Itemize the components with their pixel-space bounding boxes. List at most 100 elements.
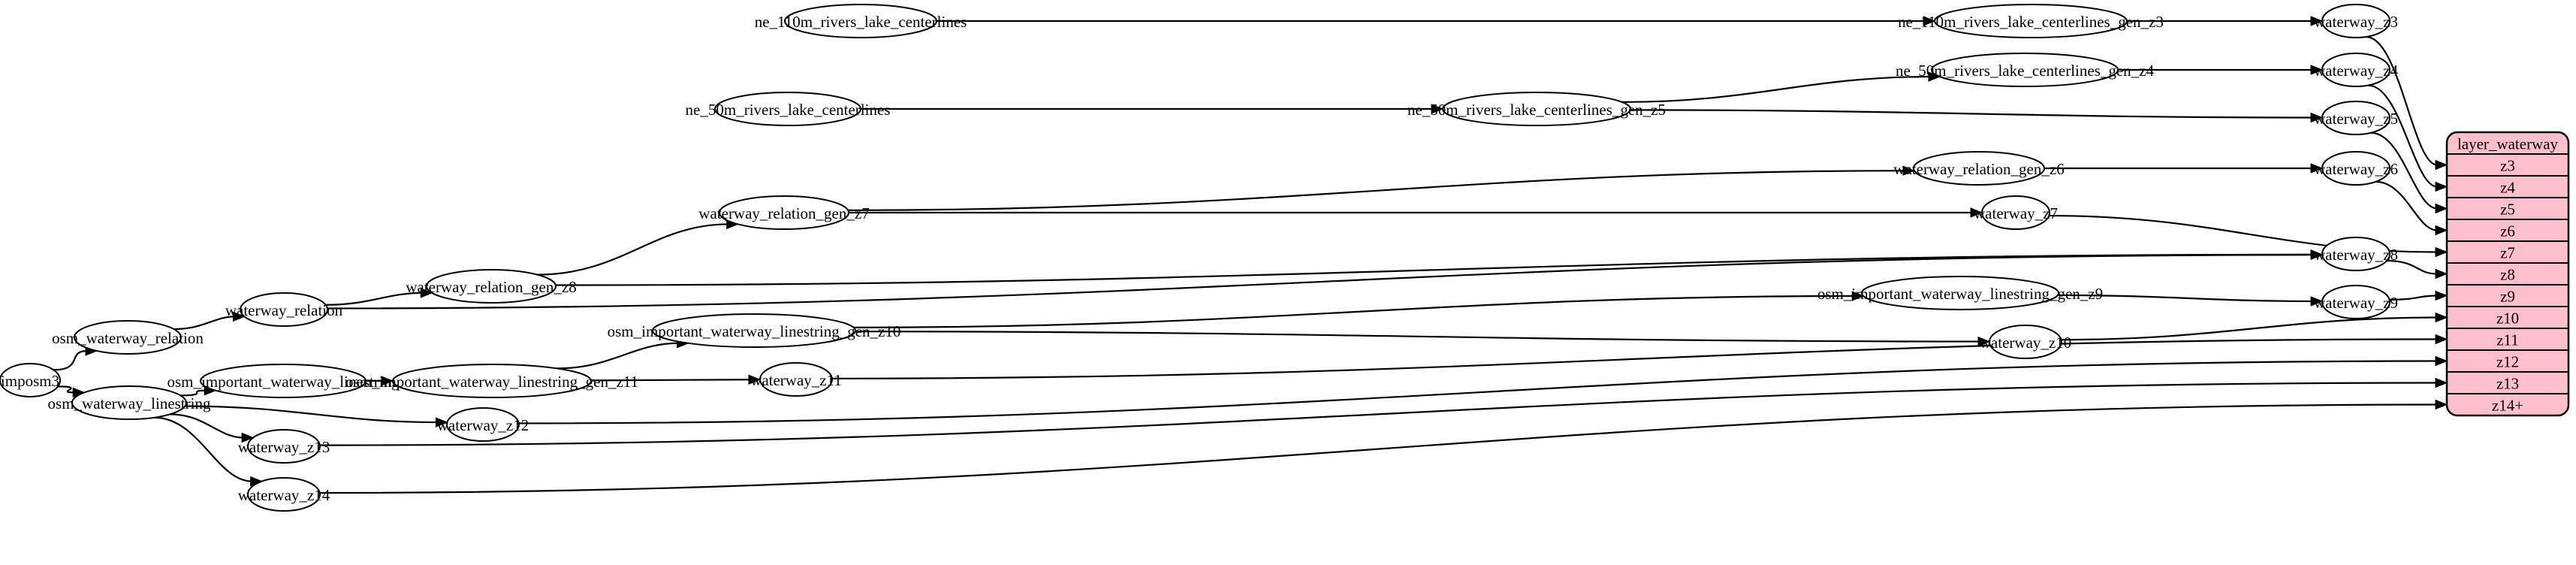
table-background [2447, 132, 2568, 415]
node-ellipse-waterway_relation_gen_z6 [1913, 151, 2045, 186]
node-waterway_z13[interactable]: waterway_z13 [238, 429, 330, 464]
edge-arrowhead [232, 311, 246, 322]
node-waterway_relation_gen_z6[interactable]: waterway_relation_gen_z6 [1893, 151, 2065, 186]
edge-arrowhead [2435, 355, 2448, 367]
node-waterway_z4[interactable]: waterway_z4 [2314, 53, 2398, 87]
node-ne_110m_rivers_lake_centerlines[interactable]: ne_110m_rivers_lake_centerlines [755, 4, 967, 38]
edge-arrowhead [2435, 312, 2448, 323]
node-waterway_relation[interactable]: waterway_relation [225, 292, 343, 327]
node-ellipse-osm_important_waterway_linestring [200, 364, 366, 398]
edge-arrowhead [2310, 16, 2324, 26]
node-ellipse-ne_110m_rivers_lake_centerlines [784, 4, 937, 38]
node-ellipse-waterway_z3 [2321, 4, 2390, 38]
node-imposm3[interactable]: imposm3 [0, 363, 61, 397]
node-ellipse-ne_50m_rivers_lake_centerlines_gen_z5 [1442, 92, 1631, 126]
node-osm_important_waterway_linestring_gen_z10[interactable]: osm_important_waterway_linestring_gen_z1… [608, 313, 901, 348]
node-ellipse-waterway_relation_gen_z7 [719, 195, 849, 230]
node-waterway_z6[interactable]: waterway_z6 [2314, 151, 2398, 186]
node-waterway_z5[interactable]: waterway_z5 [2314, 101, 2398, 135]
node-ellipse-waterway_relation_gen_z8 [426, 269, 557, 304]
edge-arrowhead [381, 376, 394, 386]
node-ne_110m_rivers_lake_centerlines_gen_z3[interactable]: ne_110m_rivers_lake_centerlines_gen_z3 [1898, 4, 2164, 38]
edge-arrowhead [2435, 377, 2448, 388]
node-waterway_z11[interactable]: waterway_z11 [750, 362, 842, 397]
edge-arrowhead [2435, 181, 2448, 192]
node-ellipse-waterway_z4 [2321, 53, 2390, 87]
edge-ne_50m_rivers_lake_centerlines_gen_z5-to-waterway_z5 [1630, 109, 2313, 119]
node-ellipse-osm_important_waterway_linestring_gen_z10 [652, 313, 856, 348]
node-ellipse-osm_important_waterway_linestring_gen_z11 [392, 364, 592, 398]
edge-osm_waterway_linestring-to-osm_important_waterway_linestring [180, 389, 207, 397]
edge-arrowhead [2435, 246, 2448, 258]
node-waterway_z10[interactable]: waterway_z10 [1980, 325, 2071, 359]
edge-waterway_z10-to-layer_waterway-z10 [2061, 316, 2438, 341]
node-ne_50m_rivers_lake_centerlines_gen_z4[interactable]: ne_50m_rivers_lake_centerlines_gen_z4 [1896, 53, 2155, 87]
node-ellipse-osm_waterway_relation [74, 320, 182, 355]
edge-ne_50m_rivers_lake_centerlines_gen_z5-to-ne_50m_rivers_lake_centerlines_gen_z4 [1621, 75, 1930, 103]
edge-arrowhead [241, 432, 255, 443]
edge-waterway_z9-to-layer_waterway-z9 [2389, 295, 2438, 301]
edge-arrowhead [2310, 249, 2324, 260]
edge-osm_waterway_linestring-to-waterway_z14 [154, 416, 252, 482]
node-ellipse-ne_50m_rivers_lake_centerlines_gen_z4 [1931, 53, 2119, 87]
node-ellipse-waterway_z12 [446, 407, 520, 442]
edge-osm_important_waterway_linestring_gen_z11-to-waterway_z11 [590, 379, 751, 382]
node-ne_50m_rivers_lake_centerlines_gen_z5[interactable]: ne_50m_rivers_lake_centerlines_gen_z5 [1407, 92, 1666, 126]
node-osm_waterway_relation[interactable]: osm_waterway_relation [52, 320, 204, 355]
edge-waterway_z13-to-layer_waterway-z13 [319, 382, 2438, 446]
node-waterway_z8[interactable]: waterway_z8 [2314, 237, 2398, 271]
node-ellipse-waterway_z11 [759, 362, 833, 397]
node-osm_important_waterway_linestring[interactable]: osm_important_waterway_linestring [167, 364, 400, 398]
node-osm_waterway_linestring[interactable]: osm_waterway_linestring [48, 385, 211, 420]
edge-arrowhead [2310, 65, 2324, 75]
edge-arrowhead [435, 417, 448, 428]
edge-osm_waterway_relation-to-waterway_relation [173, 316, 235, 331]
edge-waterway_relation_gen_z8-to-waterway_relation_gen_z7 [537, 223, 728, 276]
edge-osm_important_waterway_linestring_gen_z9-to-waterway_z9 [2057, 294, 2313, 303]
node-ellipse-ne_110m_rivers_lake_centerlines_gen_z3 [1934, 4, 2128, 38]
node-ellipse-waterway_z7 [1981, 195, 2050, 230]
node-ne_50m_rivers_lake_centerlines[interactable]: ne_50m_rivers_lake_centerlines [686, 92, 891, 126]
edge-arrowhead [2310, 296, 2324, 307]
node-ellipse-ne_50m_rivers_lake_centerlines [714, 92, 861, 126]
node-ellipse-waterway_z9 [2321, 285, 2390, 319]
node-ellipse-osm_important_waterway_linestring_gen_z9 [1861, 276, 2059, 310]
node-waterway_z7[interactable]: waterway_z7 [1974, 195, 2058, 230]
edge-arrowhead [2435, 159, 2448, 171]
edge-osm_important_waterway_linestring_gen_z11-to-osm_important_waterway_linestring_gen_z10 [557, 342, 679, 370]
edge-arrowhead [2310, 163, 2324, 174]
edge-arrowhead [2435, 203, 2448, 214]
node-osm_important_waterway_linestring_gen_z9[interactable]: osm_important_waterway_linestring_gen_z9 [1817, 276, 2103, 310]
edge-waterway_z8-to-layer_waterway-z8 [2387, 259, 2438, 275]
node-ellipse-waterway_z5 [2321, 101, 2390, 135]
node-ellipse-imposm3 [0, 363, 61, 397]
edge-waterway_relation_gen_z8-to-waterway_z8 [555, 253, 2313, 286]
node-ellipse-waterway_z6 [2321, 151, 2390, 186]
table-body: z3z4z5z6z7z8z9z10z11z12z13z14+layer_wate… [2447, 132, 2568, 415]
edge-waterway_z14-to-layer_waterway-z14+ [319, 403, 2438, 494]
edge-arrowhead [420, 288, 433, 298]
node-ellipse-osm_waterway_linestring [71, 385, 187, 420]
edge-waterway_z5-to-layer_waterway-z5 [2370, 131, 2438, 210]
edges-layer [53, 16, 2448, 494]
edge-waterway_relation-to-waterway_z8 [327, 254, 2313, 310]
edge-arrowhead [1431, 104, 1444, 114]
node-waterway_z3[interactable]: waterway_z3 [2314, 4, 2398, 38]
node-ellipse-waterway_z8 [2321, 237, 2390, 271]
edge-arrowhead [1902, 165, 1916, 176]
node-waterway_z12[interactable]: waterway_z12 [437, 407, 529, 442]
edge-arrowhead [1970, 207, 1983, 218]
edge-osm_waterway_linestring-to-waterway_z13 [170, 413, 244, 439]
node-waterway_z9[interactable]: waterway_z9 [2314, 285, 2398, 319]
edge-arrowhead [2435, 290, 2448, 301]
node-ellipse-waterway_z13 [247, 429, 321, 464]
edge-osm_important_waterway_linestring_gen_z10-to-waterway_z10 [855, 331, 1980, 343]
edge-osm_waterway_linestring-to-waterway_z12 [185, 405, 438, 424]
edge-imposm3-to-osm_waterway_linestring [57, 385, 75, 394]
edge-imposm3-to-osm_waterway_relation [53, 349, 88, 371]
edge-waterway_relation-to-waterway_relation_gen_z8 [325, 292, 423, 306]
edge-waterway_z12-to-layer_waterway-z12 [518, 360, 2438, 425]
node-ellipse-waterway_z10 [1989, 325, 2062, 359]
edge-arrowhead [1977, 336, 1991, 347]
